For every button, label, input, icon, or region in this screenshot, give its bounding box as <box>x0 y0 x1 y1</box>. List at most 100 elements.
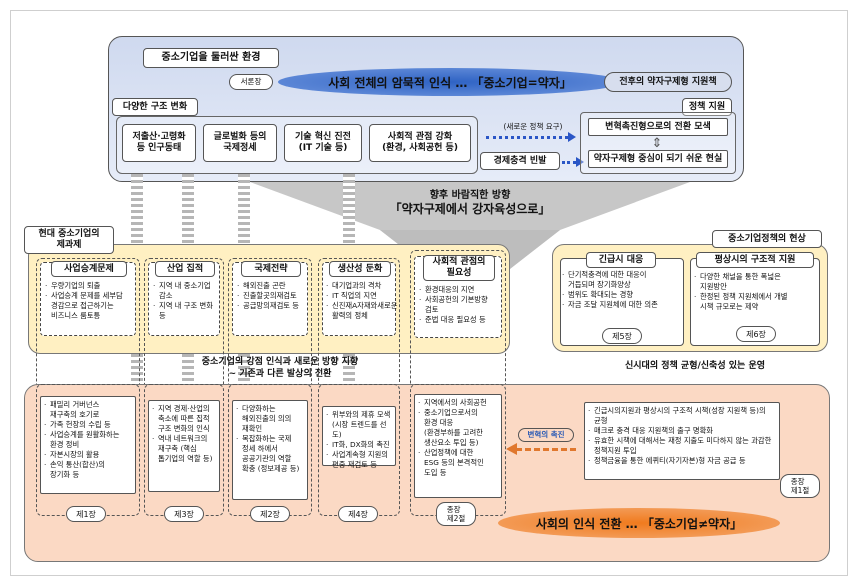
list-item: 준법 대응 필요성 등 <box>419 315 503 325</box>
list-item: 정책금융을 통한 에퀴티(자기자본)형 자금 공급 등 <box>588 456 776 466</box>
list-item: 사업승계를 원활화하는 환경 정비 <box>44 430 132 450</box>
chapter-3-badge: 제3장 <box>164 506 204 522</box>
final-chapter-1-badge: 종장 제1절 <box>780 474 820 498</box>
issue-card-international: 국제전략 해외진출 곤란 진출할곳의재검토 공급망의재검토 등 <box>232 261 309 336</box>
environment-title: 중소기업을 둘러싼 환경 <box>143 48 279 68</box>
list-item: IT화, DX화의 촉진 <box>326 440 392 450</box>
list-item: 지역 내 중소기업 감소 <box>153 281 219 301</box>
solution-card-social: 지역에서의 사회공헌 중소기업으로서의 환경 대응 (환경부하를 고려한 생산요… <box>414 394 502 498</box>
postwar-support-text: 전후의 약자구제형 지원책 <box>619 76 717 87</box>
emergency-list: 단기적충격에 대한 대응이 거듭되며 장기화양상 범위도 확대되는 경향 자금 … <box>562 270 684 310</box>
promote-arrow <box>516 448 576 451</box>
chapter-4-badge: 제4장 <box>338 506 378 522</box>
issue-title-productivity: 생산성 둔화 <box>329 261 391 277</box>
chapter-5-badge: 제5장 <box>602 328 642 344</box>
list-item: 대기업과의 격차 <box>326 281 398 291</box>
policy-status-title: 중소기업정책의 현상 <box>712 230 822 248</box>
structure-changes-title: 다양한 구조 변화 <box>112 98 198 116</box>
list-item: 공급망의재검토 등 <box>237 301 309 311</box>
issue-title-succession: 사업승계문제 <box>51 261 127 277</box>
issue-card-succession: 사업승계문제 우량기업의 퇴출 사업승계 문제를 세부담 경감으로 접근하기는 … <box>40 261 136 336</box>
list-item: 사회공헌의 기본방향 검토 <box>419 295 503 315</box>
list-item: 역내 네트워크의 재구축 (핵심 톱기업의 역할 등) <box>152 434 216 464</box>
list-item: 우량기업의 퇴출 <box>45 281 135 291</box>
shock-arrow <box>562 161 576 164</box>
final-chapter-2-badge: 종장 제2절 <box>436 502 476 526</box>
solution-list-international: 다양화하는 해외진출의 의의 재확인 복잡화하는 국제 정세 하에서 공공기관의… <box>233 401 307 477</box>
list-item: 범위도 확대되는 경향 <box>562 290 684 300</box>
issue-card-social: 사회적 관점의 필요성 환경대응의 지연 사회공헌의 기본방향 검토 준법 대응… <box>414 255 503 338</box>
list-item: 해외진출 곤란 <box>237 281 309 291</box>
new-era-balance-text: 신시대의 정책 균형/신축성 있는 운영 <box>624 360 766 371</box>
list-item: 사업승계 문제를 세부담 경감으로 접근하기는 비즈니스 룸토틍 <box>45 291 135 321</box>
list-item: 위부와의 제휴 모색 (시장 트렌드를 선도) <box>326 410 392 440</box>
list-item: 가족 헌장의 수립 등 <box>44 420 132 430</box>
list-item: 지역 내 구조 변화 등 <box>153 301 219 321</box>
banner-text: 사회 전체의 암묵적 인식 … 「중소기업=약자」 <box>328 75 572 90</box>
solution-list-social: 지역에서의 사회공헌 중소기업으로서의 환경 대응 (환경부하를 고려한 생산요… <box>415 395 501 481</box>
direction-line2: 「약자구제에서 강자육성으로」 <box>389 201 551 216</box>
issue-card-cluster: 산업 집적 지역 내 중소기업 감소 지역 내 구조 변화 등 <box>148 261 220 336</box>
list-item: 자금 조달 지원체에 대한 의존 <box>562 300 684 310</box>
issue-title-international: 국제전략 <box>241 261 301 277</box>
change-demographics: 저출산·고령화 등 인구동태 <box>122 124 196 162</box>
new-demand-arrow <box>486 136 568 139</box>
list-item: 다양한 채널을 통한 폭넓은 지원방안 <box>694 272 820 292</box>
solution-card-succession: 패밀리 거버넌스 재구축의 호기로 가족 헌장의 수립 등 사업승계를 원활화하… <box>40 396 136 494</box>
emergency-title: 긴급시 대응 <box>586 252 656 268</box>
solution-card-cluster: 지역 경제·산업의 축소에 따른 집적 구조 변화의 인식 역내 네트워크의 재… <box>148 400 220 492</box>
list-item: 긴급시의지원과 평상시의 구조적 시책(성장 지원책 등)의 균형 <box>588 406 776 426</box>
strength-recognition-line1: 중소기업의 강점 인식과 새로운 방향 지향 <box>201 356 359 367</box>
list-item: 중소기업으로서의 환경 대응 (환경부하를 고려한 생산요소 투입 등) <box>418 408 498 448</box>
issue-list-productivity: 대기업과의 격차 IT 직업의 지연 신진재A자재와새로운 활력의 정체 <box>326 281 398 321</box>
solution-list-cluster: 지역 경제·산업의 축소에 따른 집적 구조 변화의 인식 역내 네트워크의 재… <box>149 401 219 467</box>
promote-label: 변혁의 촉진 <box>518 428 574 442</box>
list-item: 지역 경제·산업의 축소에 따른 집적 구조 변화의 인식 <box>152 404 216 434</box>
new-demand-arrowhead <box>568 132 576 142</box>
chapter-2-badge: 제2장 <box>250 506 290 522</box>
list-item: 산업정책에 대한 ESG 등의 본격적인 도입 등 <box>418 448 498 478</box>
chapter-6-badge: 제6장 <box>736 326 776 342</box>
list-item: 지역에서의 사회공헌 <box>418 398 498 408</box>
current-issues-title: 현대 중소기업의 제과제 <box>24 226 114 254</box>
list-item: 자본시장의 활용 <box>44 450 132 460</box>
recognition-shift-text: 사회의 인식 전환 … 「중소기업≠약자」 <box>535 516 743 531</box>
postwar-support-label: 전후의 약자구제형 지원책 <box>604 72 732 92</box>
list-item: 환경대응의 지연 <box>419 285 503 295</box>
change-technology: 기술 혁신 진전 (IT 기술 등) <box>284 124 362 162</box>
change-social-perspective: 사회적 관점 강화 (환경, 사회공헌 등) <box>369 124 471 162</box>
promote-arrowhead <box>506 443 517 455</box>
issue-list-international: 해외진출 곤란 진출할곳의재검토 공급망의재검토 등 <box>237 281 309 311</box>
direction-line1: 향후 바람직한 방향 <box>429 189 511 201</box>
list-item: 손익 통산(합산)의 장기화 등 <box>44 460 132 480</box>
policy-transform-seeking: 변혁촉진형으로의 전환 모색 <box>588 118 728 136</box>
issue-list-cluster: 지역 내 중소기업 감소 지역 내 구조 변화 등 <box>153 281 219 321</box>
list-item: IT 직업의 지연 <box>326 291 398 301</box>
issue-list-succession: 우량기업의 퇴출 사업승계 문제를 세부담 경감으로 접근하기는 비즈니스 룸토… <box>45 281 135 321</box>
strength-recognition-line2: ~ 기존과 다른 발상의 전환 <box>228 368 332 379</box>
issue-list-social: 환경대응의 지연 사회공헌의 기본방향 검토 준법 대응 필요성 등 <box>419 285 503 325</box>
solution-card-productivity: 위부와의 제휴 모색 (시장 트렌드를 선도) IT화, DX화의 촉진 사업계… <box>322 406 396 469</box>
implicit-perception-banner: 사회 전체의 암묵적 인식 … 「중소기업=약자」 <box>278 68 622 96</box>
intro-chapter-label: 서론장 <box>229 74 273 90</box>
economic-shock-label: 경제충격 빈발 <box>480 152 560 170</box>
solution-list-succession: 패밀리 거버넌스 재구축의 호기로 가족 헌장의 수립 등 사업승계를 원활화하… <box>41 397 135 483</box>
normal-support-title: 평상시의 구조적 지원 <box>696 252 814 268</box>
policy-support-title: 정책 지원 <box>682 98 732 116</box>
solution-card-international: 다양화하는 해외진출의 의의 재확인 복잡화하는 국제 정세 하에서 공공기관의… <box>232 400 308 500</box>
list-item: 단기적충격에 대한 대응이 거듭되며 장기화양상 <box>562 270 684 290</box>
chapter-1-badge: 제1장 <box>66 506 106 522</box>
recognition-shift-banner: 사회의 인식 전환 … 「중소기업≠약자」 <box>498 508 780 538</box>
change-globalization: 글로벌화 등의 국제정세 <box>203 124 277 162</box>
policy-direction-list: 긴급시의지원과 평상시의 구조적 시책(성장 지원책 등)의 균형 매크로 충격… <box>585 403 779 469</box>
figure-frame <box>10 10 848 576</box>
policy-direction-card: 긴급시의지원과 평상시의 구조적 시책(성장 지원책 등)의 균형 매크로 충격… <box>584 402 780 480</box>
list-item: 진출할곳의재검토 <box>237 291 309 301</box>
list-item: 다양화하는 해외진출의 의의 재확인 <box>236 404 304 434</box>
list-item: 한정된 정책 지원체에서 개별 시책 규모로는 제약 <box>694 292 820 312</box>
list-item: 유효한 시책에 대해서는 재정 지출도 미다하지 않는 과감한 정책지원 투입 <box>588 436 776 456</box>
policy-relief-reality: 약자구제형 중심이 되기 쉬운 현실 <box>588 150 728 168</box>
normal-support-list: 다양한 채널을 통한 폭넓은 지원방안 한정된 정책 지원체에서 개별 시책 규… <box>694 272 820 312</box>
list-item: 패밀리 거버넌스 재구축의 호기로 <box>44 400 132 420</box>
list-item: 사업계속형 지원의 편중 재검토 등 <box>326 450 392 470</box>
